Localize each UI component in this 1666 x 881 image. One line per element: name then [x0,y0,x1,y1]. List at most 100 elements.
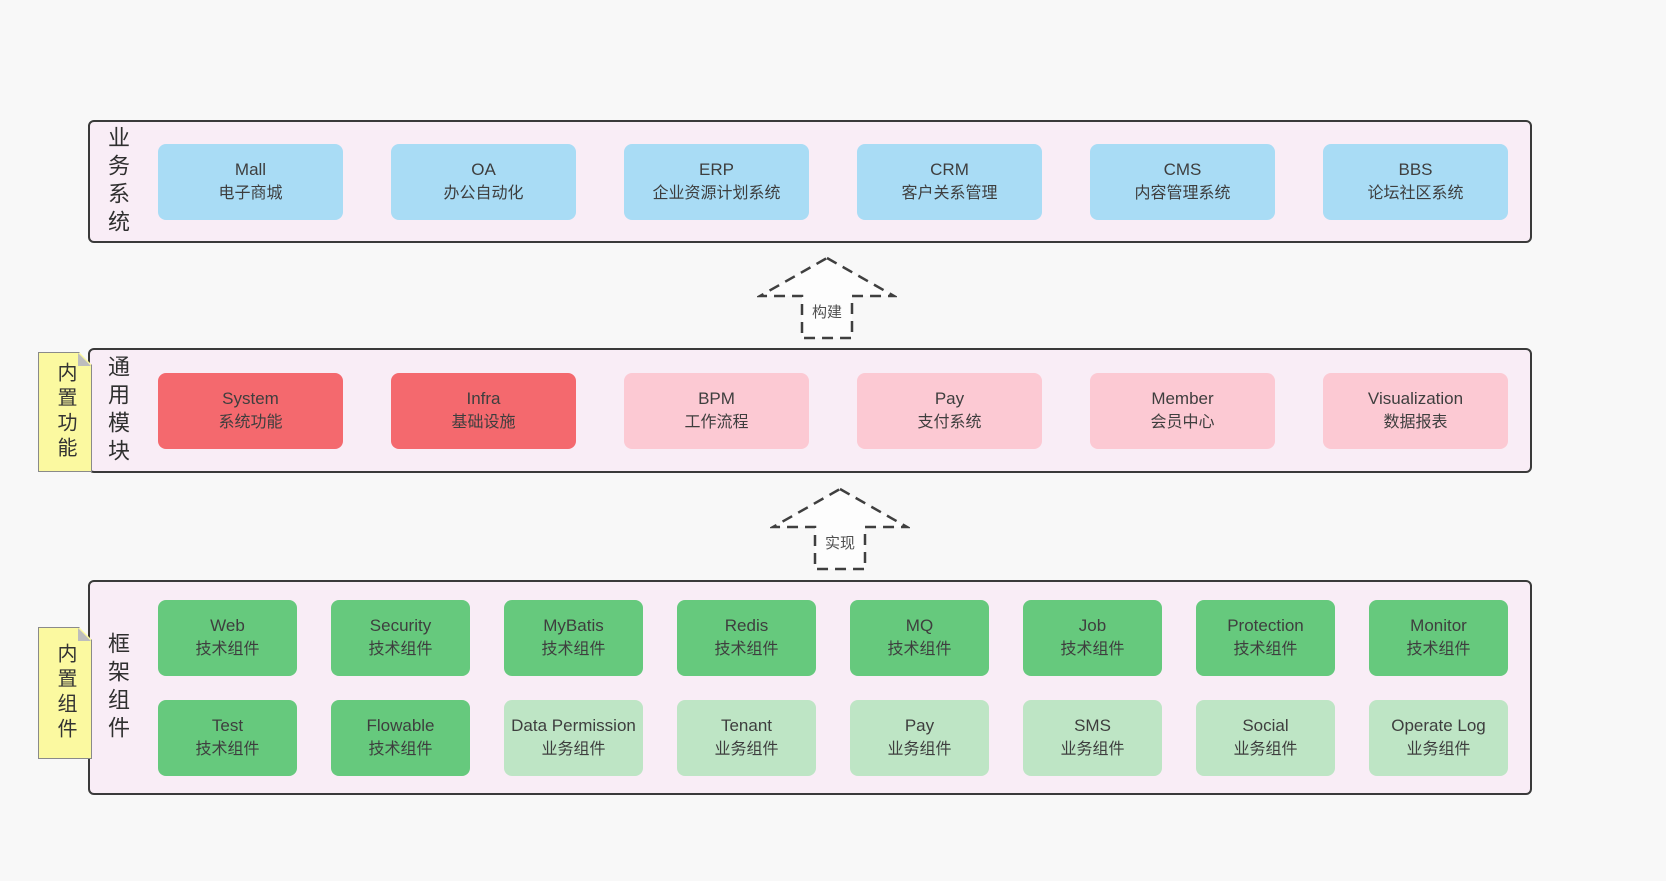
box-monitor-desc: 技术组件 [1406,640,1471,658]
box-bpm-desc: 工作流程 [684,413,749,431]
box-security: Security 技术组件 [331,599,470,676]
box-mybatis-name: MyBatis [543,616,604,636]
box-flowable-desc: 技术组件 [368,740,433,758]
box-data-permission-name: Data Permission [511,716,636,736]
box-tenant-desc: 业务组件 [714,740,779,758]
box-social: Social 业务组件 [1196,699,1335,776]
arrow-build-label: 构建 [808,301,846,322]
box-security-desc: 技术组件 [368,640,433,658]
box-web: Web 技术组件 [158,599,297,676]
box-operate-log-name: Operate Log [1391,716,1486,736]
box-mall: Mall 电子商城 [158,143,343,220]
box-bpm: BPM 工作流程 [624,372,809,449]
box-mybatis-desc: 技术组件 [541,640,606,658]
box-pay-biz-desc: 业务组件 [887,740,952,758]
band-framework-components: 框架组件 Web 技术组件 Security 技术组件 MyBatis 技术组件… [88,580,1532,795]
box-mq: MQ 技术组件 [850,599,989,676]
box-pay-biz-name: Pay [904,716,935,736]
box-social-name: Social [1242,716,1289,736]
box-protection-name: Protection [1227,616,1304,636]
box-pay-desc: 支付系统 [917,413,982,431]
box-test-name: Test [211,716,244,736]
box-social-desc: 业务组件 [1233,740,1298,758]
box-tenant-name: Tenant [720,716,773,736]
box-operate-log-desc: 业务组件 [1406,740,1471,758]
box-erp: ERP 企业资源计划系统 [624,143,809,220]
box-mybatis: MyBatis 技术组件 [504,599,643,676]
box-bpm-name: BPM [698,389,735,409]
box-system-name: System [222,389,279,409]
box-oa-name: OA [471,160,496,180]
box-infra-name: Infra [466,389,501,409]
up-arrow-icon [757,256,897,340]
up-arrow-icon [770,487,910,571]
arrow-implement: 实现 [770,486,910,572]
arrow-build: 构建 [757,255,897,341]
box-cms-name: CMS [1163,160,1202,180]
box-operate-log: Operate Log 业务组件 [1369,699,1508,776]
box-web-desc: 技术组件 [195,640,260,658]
sticky-built-in-functions: 内置功能 [38,352,92,472]
box-redis-desc: 技术组件 [714,640,779,658]
arrow-implement-label: 实现 [821,532,859,553]
box-redis: Redis 技术组件 [677,599,816,676]
box-erp-desc: 企业资源计划系统 [652,184,781,202]
box-bbs-name: BBS [1398,160,1433,180]
box-sms-name: SMS [1074,716,1111,736]
box-infra: Infra 基础设施 [391,372,576,449]
box-member-name: Member [1151,389,1214,409]
box-monitor: Monitor 技术组件 [1369,599,1508,676]
box-test-desc: 技术组件 [195,740,260,758]
box-test: Test 技术组件 [158,699,297,776]
band-business-label: 业务系统 [105,125,130,238]
box-mall-name: Mall [234,160,267,180]
box-data-permission-desc: 业务组件 [541,740,606,758]
box-job: Job 技术组件 [1023,599,1162,676]
box-mall-desc: 电子商城 [218,184,283,202]
box-bbs-desc: 论坛社区系统 [1367,184,1464,202]
framework-row-1: Web 技术组件 Security 技术组件 MyBatis 技术组件 Redi… [158,599,1508,676]
box-protection-desc: 技术组件 [1233,640,1298,658]
box-redis-name: Redis [724,616,769,636]
box-erp-name: ERP [699,160,734,180]
box-security-name: Security [369,616,432,636]
box-monitor-name: Monitor [1410,616,1467,636]
box-system: System 系统功能 [158,372,343,449]
box-flowable: Flowable 技术组件 [331,699,470,776]
box-infra-desc: 基础设施 [451,413,516,431]
framework-row-2: Test 技术组件 Flowable 技术组件 Data Permission … [158,699,1508,776]
box-mq-name: MQ [905,616,934,636]
sticky-components-label: 内置组件 [54,643,76,743]
box-data-permission: Data Permission 业务组件 [504,699,643,776]
sticky-functions-label: 内置功能 [54,362,76,462]
box-tenant: Tenant 业务组件 [677,699,816,776]
box-flowable-name: Flowable [366,716,435,736]
box-crm-name: CRM [930,160,969,180]
box-member-desc: 会员中心 [1150,413,1215,431]
box-web-name: Web [210,616,245,636]
box-mq-desc: 技术组件 [887,640,952,658]
box-sms: SMS 业务组件 [1023,699,1162,776]
sticky-built-in-components: 内置组件 [38,627,92,759]
box-pay-biz: Pay 业务组件 [850,699,989,776]
band-framework-content: Web 技术组件 Security 技术组件 MyBatis 技术组件 Redi… [158,582,1508,793]
box-system-desc: 系统功能 [218,413,283,431]
band-modules-content: System 系统功能 Infra 基础设施 BPM 工作流程 Pay 支付系统… [158,350,1508,471]
box-visualization-desc: 数据报表 [1383,413,1448,431]
band-common-modules: 通用模块 System 系统功能 Infra 基础设施 BPM 工作流程 Pay… [88,348,1532,473]
box-oa: OA 办公自动化 [391,143,576,220]
band-business-content: Mall 电子商城 OA 办公自动化 ERP 企业资源计划系统 CRM 客户关系… [158,122,1508,241]
band-framework-label: 框架组件 [105,631,130,744]
box-pay: Pay 支付系统 [857,372,1042,449]
box-oa-desc: 办公自动化 [443,184,524,202]
box-job-name: Job [1078,616,1107,636]
box-cms: CMS 内容管理系统 [1090,143,1275,220]
band-modules-label: 通用模块 [105,354,130,467]
box-pay-name: Pay [934,389,965,409]
box-sms-desc: 业务组件 [1060,740,1125,758]
box-visualization-name: Visualization [1367,389,1464,409]
box-job-desc: 技术组件 [1060,640,1125,658]
box-visualization: Visualization 数据报表 [1323,372,1508,449]
box-bbs: BBS 论坛社区系统 [1323,143,1508,220]
